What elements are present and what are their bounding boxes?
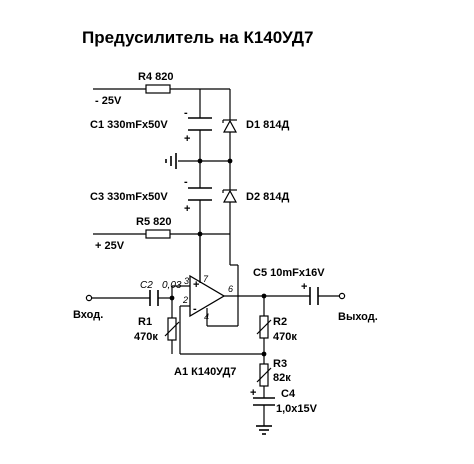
c1-minus-mark: - [184, 107, 188, 119]
label-d2: D2 814Д [246, 191, 289, 203]
pin-7: 7 [203, 274, 209, 284]
label-r1: R1 [138, 316, 152, 328]
resistor-r2 [256, 315, 272, 339]
ground-symbol [165, 153, 177, 169]
input-terminal[interactable] [85, 294, 93, 302]
c3-plus-mark: + [184, 203, 190, 215]
resistor-r3 [256, 363, 272, 387]
pin-2: 2 [182, 295, 188, 305]
opamp-plus-input-mark: + [193, 279, 199, 291]
capacitor-c2 [149, 290, 159, 306]
resistor-r4 [145, 84, 171, 94]
c3-minus-mark: - [184, 176, 188, 188]
zener-d1 [222, 119, 238, 133]
label-c2-value: 0,03 [162, 280, 182, 291]
label-c4-value: 1,0x15V [276, 403, 318, 415]
label-r5: R5 820 [136, 216, 171, 228]
label-r3-value: 82к [273, 372, 291, 384]
pin-3: 3 [184, 276, 189, 286]
junction-gnd-zener [227, 158, 233, 164]
pin-4: 4 [204, 312, 209, 322]
label-d1: D1 814Д [246, 119, 289, 131]
junction-input [169, 295, 175, 301]
resistor-r1 [164, 317, 180, 341]
ground-symbol-c4 [256, 425, 272, 435]
wire-pin2 [179, 305, 264, 355]
label-c2: C2 [140, 280, 153, 291]
label-c1: C1 330mFx50V [90, 119, 168, 131]
label-r2-value: 470к [273, 331, 297, 343]
label-minus-supply: - 25V [95, 95, 122, 107]
label-plus-supply: + 25V [95, 240, 125, 252]
wire-pin4 [206, 234, 239, 327]
output-terminal[interactable] [338, 292, 346, 300]
label-c5: C5 10mFx16V [253, 267, 325, 279]
c5-plus-mark: + [301, 281, 307, 293]
diagram-title: Предусилитель на К140УД7 [82, 28, 313, 47]
capacitor-c5 [309, 287, 319, 305]
c4-plus-mark: + [250, 387, 256, 399]
resistor-r5 [145, 229, 171, 239]
label-a1: A1 К140УД7 [174, 366, 236, 378]
junction-gnd-cap [197, 158, 203, 164]
label-r1-value: 470к [134, 331, 158, 343]
zener-d2 [222, 189, 238, 203]
capacitor-c4 [253, 397, 275, 426]
label-r4: R4 820 [138, 71, 173, 83]
label-c3: C3 330mFx50V [90, 191, 168, 203]
label-input: Вход. [73, 309, 103, 321]
c1-plus-mark: + [184, 133, 190, 145]
label-c4: C4 [281, 388, 296, 400]
junction-feedback [261, 351, 267, 357]
label-r2: R2 [273, 316, 287, 328]
capacitor-c1 [188, 117, 212, 131]
pin-6: 6 [228, 284, 233, 294]
opamp-minus-input-mark: - [193, 303, 197, 315]
capacitor-c3 [188, 187, 212, 201]
label-output: Выход. [338, 311, 378, 323]
opamp-a1 [189, 274, 226, 318]
label-r3: R3 [273, 358, 287, 370]
